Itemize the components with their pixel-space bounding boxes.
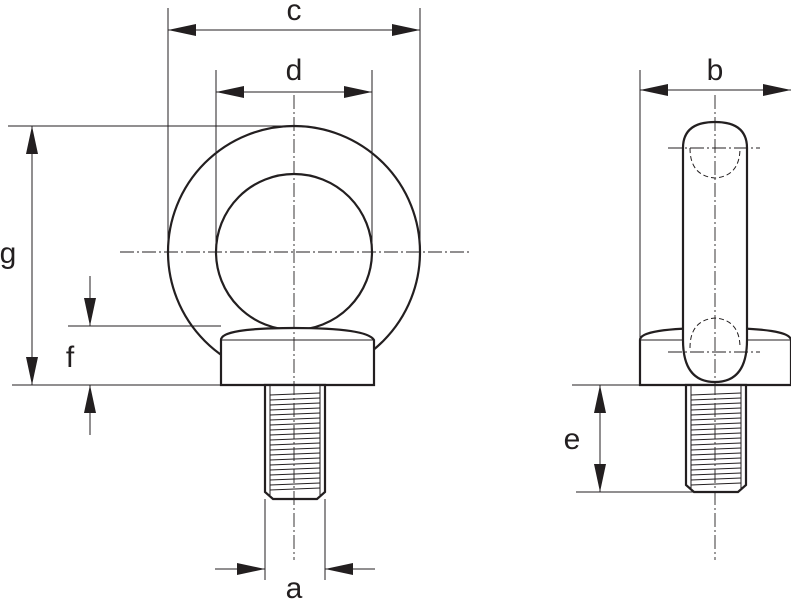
thread-line [690,402,742,406]
thread-line [269,392,321,396]
thread-line [690,422,742,426]
dimension-d: d [215,54,373,252]
thread-line [269,452,321,456]
dimension-g: g [0,125,294,386]
thread-line [269,462,321,466]
thread-line [269,417,321,421]
thread-line [690,452,742,456]
thread-line [269,482,321,486]
thread-line [269,402,321,406]
label-c: c [287,0,302,27]
thread-line [269,397,321,401]
thread-line [269,422,321,426]
thread-line [269,477,321,481]
thread-line [690,457,742,461]
dimension-f: f [66,276,221,435]
thread-line [690,417,742,421]
thread-line [690,412,742,416]
thread-line [690,437,742,441]
label-e: e [564,423,581,456]
label-b: b [707,54,724,87]
thread-line [269,457,321,461]
thread-line [690,427,742,431]
thread-line [269,447,321,451]
label-d: d [286,54,303,87]
thread-line [690,442,742,446]
thread-line [269,442,321,446]
dimension-a: a [215,499,375,600]
threaded-shank [263,383,327,501]
side-threaded-shank [684,383,748,494]
dimension-e: e [564,384,694,493]
thread-line [269,427,321,431]
thread-line [269,407,321,411]
label-g: g [0,237,16,270]
thread-line [690,432,742,436]
thread-line [269,487,321,491]
dimension-b: b [639,54,791,340]
dimension-c: c [167,0,421,252]
label-a: a [286,572,303,600]
thread-line [269,437,321,441]
thread-line [269,412,321,416]
thread-line [690,397,742,401]
front-view: c d g f [0,0,470,600]
thread-line [690,472,742,476]
thread-line [690,467,742,471]
side-view: b e [564,54,791,560]
thread-line [269,432,321,436]
thread-line [690,477,742,481]
thread-line [690,462,742,466]
thread-line [690,407,742,411]
collar [219,326,376,387]
thread-line [269,467,321,471]
label-f: f [66,341,75,374]
thread-line [269,472,321,476]
thread-line [690,482,742,486]
thread-line [690,447,742,451]
thread-line [690,392,742,396]
